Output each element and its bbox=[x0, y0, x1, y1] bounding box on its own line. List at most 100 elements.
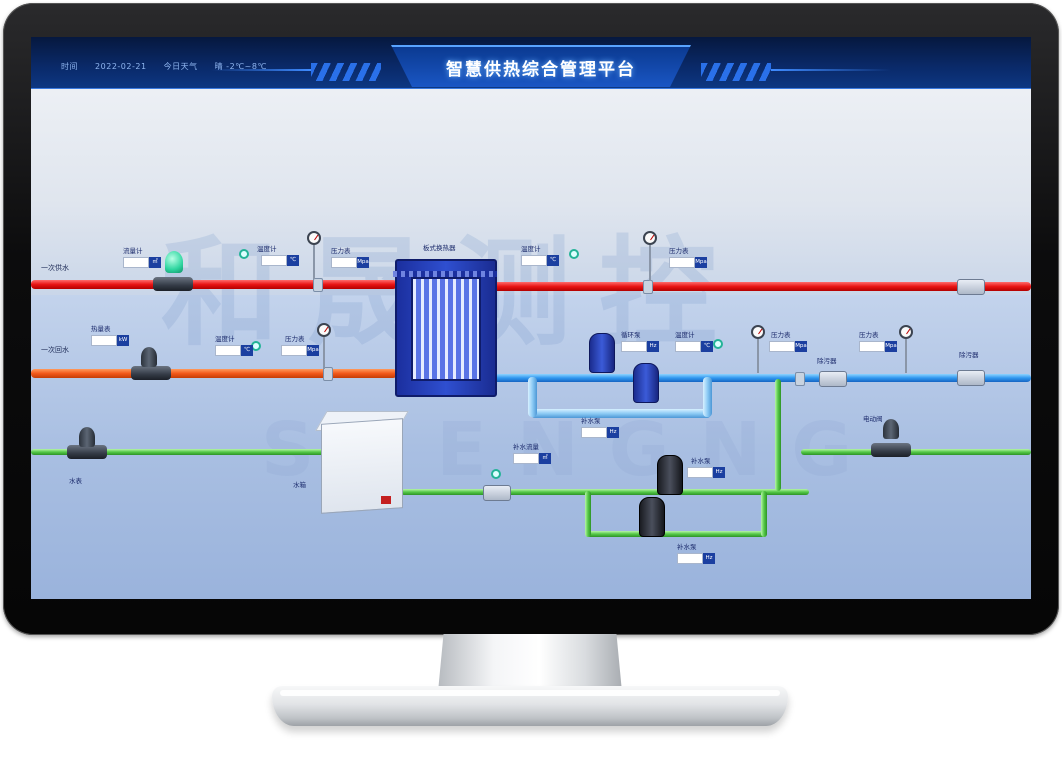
pipe-primary-supply-left bbox=[31, 280, 397, 289]
circulating-pump-2[interactable] bbox=[633, 363, 659, 403]
tank-label: 水箱 bbox=[293, 477, 306, 491]
page-title: 智慧供热综合管理平台 bbox=[446, 60, 636, 80]
tag-filter-1[interactable]: 除污器 bbox=[817, 357, 837, 365]
tag-pressure-5[interactable]: 压力表 bbox=[859, 331, 879, 339]
tag-water-meter[interactable]: 水表 bbox=[69, 477, 82, 485]
supply-pump-1[interactable] bbox=[657, 455, 683, 495]
tag-pressure-4-value: Mpa bbox=[769, 341, 807, 352]
tag-flowmeter-1-value: ㎥ bbox=[123, 257, 161, 268]
pipe-makeup-lower-right bbox=[761, 491, 767, 537]
tag-temp-3-value: ℃ bbox=[215, 345, 253, 356]
water-meter-valve[interactable] bbox=[67, 445, 107, 459]
heat-meter-valve[interactable] bbox=[131, 366, 171, 380]
tag-pressure-1[interactable]: 压力表 bbox=[331, 247, 351, 255]
pressure-gauge-icon bbox=[643, 231, 657, 245]
tag-pressure-3-value: Mpa bbox=[281, 345, 319, 356]
tag-circulating-pump[interactable]: 循环泵 bbox=[621, 331, 641, 339]
tag-pressure-1-value: Mpa bbox=[331, 257, 369, 268]
tag-temp-1-value: ℃ bbox=[261, 255, 299, 266]
circulating-pump-1[interactable] bbox=[589, 333, 615, 373]
tag-pressure-2-value: Mpa bbox=[669, 257, 707, 268]
tag-pump-3-value: Hz bbox=[677, 553, 715, 564]
pipe-makeup-left bbox=[31, 449, 327, 455]
heat-meter-icon bbox=[141, 347, 157, 367]
tag-flowmeter-1[interactable]: 流量计 bbox=[123, 247, 143, 255]
header-deco-left bbox=[311, 63, 381, 81]
tag-pressure-5-value: Mpa bbox=[859, 341, 897, 352]
tag-pump-2[interactable]: 补水泵 bbox=[691, 457, 711, 465]
header-weather-value: 晴 -2℃~8℃ bbox=[214, 62, 267, 71]
pipe-primary-supply-right bbox=[493, 282, 1031, 291]
dirt-separator[interactable] bbox=[819, 371, 847, 387]
pipe-pump-bypass bbox=[531, 409, 711, 418]
pipe-makeup-right bbox=[801, 449, 1031, 455]
pipe-bypass-left bbox=[528, 377, 537, 417]
title-banner bbox=[391, 45, 691, 87]
pipe-makeup-riser bbox=[775, 379, 781, 491]
tag-pressure-4[interactable]: 压力表 bbox=[771, 331, 791, 339]
heat-exchanger-label: 板式换热器 bbox=[423, 240, 456, 254]
tag-pump-2-value: Hz bbox=[687, 467, 725, 478]
gauge-stem bbox=[323, 337, 325, 369]
tag-pressure-2[interactable]: 压力表 bbox=[669, 247, 689, 255]
tag-heat-meter[interactable]: 热量表 bbox=[91, 325, 111, 333]
flowmeter-valve[interactable] bbox=[153, 277, 193, 291]
electric-valve[interactable] bbox=[871, 443, 911, 457]
filter-1-device[interactable] bbox=[957, 279, 985, 295]
tag-temp-4-value: ℃ bbox=[675, 341, 713, 352]
header-deco-line-left bbox=[211, 69, 311, 71]
monitor-stand-neck bbox=[438, 634, 622, 692]
pressure-gauge-icon bbox=[307, 231, 321, 245]
pipe-secondary-return bbox=[493, 374, 1031, 382]
pipe-flange bbox=[313, 278, 323, 292]
line-label-primary-return: 一次回水 bbox=[41, 346, 69, 354]
tag-pump-3[interactable]: 补水泵 bbox=[677, 543, 697, 551]
supply-pump-2[interactable] bbox=[639, 497, 665, 537]
tag-filter-2[interactable]: 除污器 bbox=[959, 351, 979, 359]
pipe-makeup-lower bbox=[587, 531, 767, 537]
platform-header: 时间 2022-02-21 今日天气 晴 -2℃~8℃ 智慧供热综合管理平台 bbox=[31, 37, 1031, 89]
tag-circulating-pump-value: Hz bbox=[621, 341, 659, 352]
pipe-flange bbox=[323, 367, 333, 381]
pressure-gauge-icon bbox=[751, 325, 765, 339]
tag-temp-1[interactable]: 温度计 bbox=[257, 245, 277, 253]
pipe-primary-return bbox=[31, 369, 397, 378]
tag-temp-4[interactable]: 温度计 bbox=[675, 331, 695, 339]
plate-heat-exchanger[interactable] bbox=[393, 259, 497, 397]
filter-icon bbox=[165, 251, 183, 273]
pipe-flange bbox=[643, 280, 653, 294]
tag-temp-2[interactable]: 温度计 bbox=[521, 245, 541, 253]
tag-electric-valve[interactable]: 电动阀 bbox=[863, 415, 883, 423]
tank-name: 水箱 bbox=[293, 481, 306, 489]
tag-supply-pump[interactable]: 补水泵 bbox=[581, 417, 601, 425]
pipe-bypass-right bbox=[703, 377, 712, 417]
line-label-primary-supply: 一次供水 bbox=[41, 264, 69, 272]
scada-screen: 和晟测控 SHENGNG 时间 2022-02-21 今日天气 晴 -2℃~8℃… bbox=[31, 37, 1031, 599]
water-meter-icon bbox=[79, 427, 95, 447]
gauge-stem bbox=[313, 245, 315, 279]
gauge-stem bbox=[757, 339, 759, 373]
tag-pressure-3[interactable]: 压力表 bbox=[285, 335, 305, 343]
heat-exchanger-name: 板式换热器 bbox=[423, 244, 456, 252]
tag-temp-3[interactable]: 温度计 bbox=[215, 335, 235, 343]
temperature-sensor-icon bbox=[239, 249, 249, 259]
electric-valve-icon bbox=[883, 419, 899, 439]
pressure-gauge-icon bbox=[317, 323, 331, 337]
tag-makeup-flow-value: ㎥ bbox=[513, 453, 551, 464]
gauge-stem bbox=[905, 339, 907, 373]
header-date: 2022-02-21 bbox=[95, 62, 147, 71]
pipe-flange bbox=[795, 372, 805, 386]
pipe-makeup-mid bbox=[401, 489, 809, 495]
tag-temp-2-value: ℃ bbox=[521, 255, 559, 266]
tank-indicator bbox=[381, 496, 391, 504]
header-info: 时间 2022-02-21 今日天气 晴 -2℃~8℃ bbox=[61, 61, 281, 72]
makeup-flowmeter[interactable] bbox=[483, 485, 511, 501]
gauge-stem bbox=[649, 245, 651, 281]
tag-makeup-flow[interactable]: 补水流量 bbox=[513, 443, 539, 451]
pressure-gauge-icon bbox=[899, 325, 913, 339]
header-time-label: 时间 bbox=[61, 62, 78, 71]
pipe-makeup-lower-left bbox=[585, 491, 591, 537]
filter-2-device[interactable] bbox=[957, 370, 985, 386]
temperature-sensor-icon bbox=[569, 249, 579, 259]
header-deco-line-right bbox=[771, 69, 891, 71]
